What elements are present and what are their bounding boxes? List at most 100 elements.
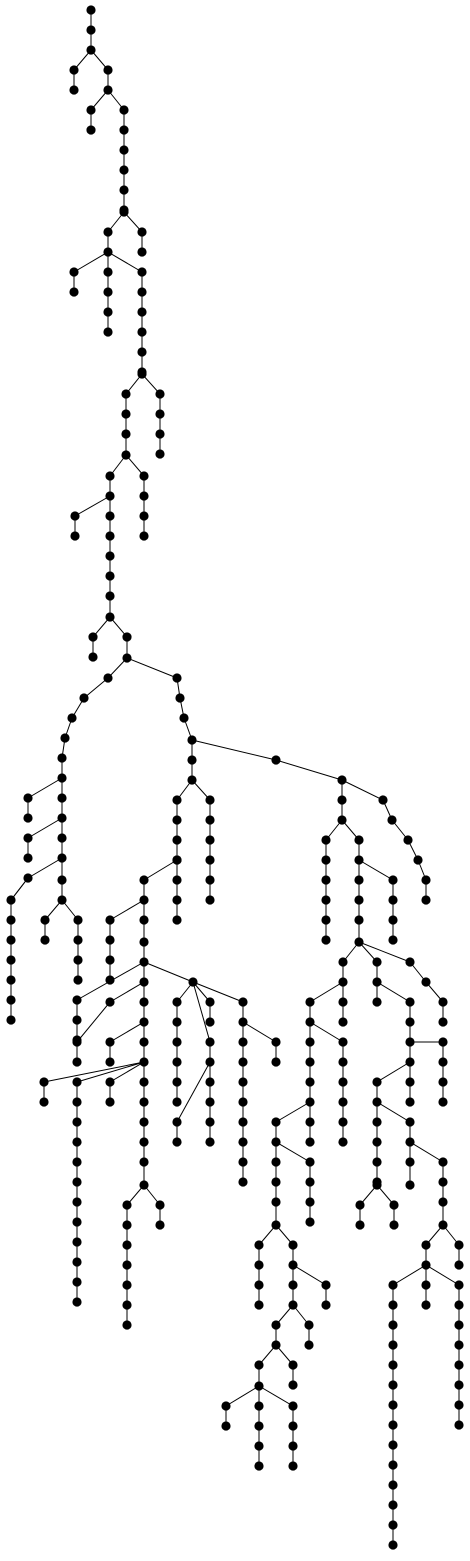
- tree-edge: [392, 1264, 427, 1286]
- tree-node: [405, 997, 415, 1007]
- tree-edge: [309, 1021, 344, 1043]
- tree-node: [103, 247, 113, 257]
- tree-node: [238, 1177, 248, 1187]
- tree-node: [438, 1057, 448, 1067]
- tree-node: [139, 1097, 149, 1107]
- tree-edge: [275, 1101, 311, 1123]
- tree-node: [72, 1097, 82, 1107]
- tree-node: [139, 875, 149, 885]
- tree-node: [388, 1380, 398, 1390]
- tree-node: [205, 875, 215, 885]
- tree-edge: [76, 1061, 145, 1083]
- tree-node: [388, 895, 398, 905]
- tree-node: [338, 1057, 348, 1067]
- tree-node: [172, 835, 182, 845]
- tree-node: [6, 995, 16, 1005]
- tree-node: [205, 835, 215, 845]
- tree-node: [72, 1015, 82, 1025]
- tree-node: [372, 977, 382, 987]
- tree-node: [122, 1220, 132, 1230]
- tree-node: [23, 853, 33, 863]
- tree-edge: [376, 1101, 411, 1123]
- tree-node: [172, 1057, 182, 1067]
- tree-node: [388, 1340, 398, 1350]
- tree-edge: [292, 1264, 327, 1286]
- tree-node: [57, 773, 67, 783]
- tree-edge: [43, 1061, 145, 1083]
- tree-node: [6, 975, 16, 985]
- tree-edge: [376, 981, 411, 1003]
- tree-edge: [27, 857, 63, 879]
- tree-node: [438, 1017, 448, 1027]
- tree-node: [139, 1117, 149, 1127]
- tree-node: [454, 1340, 464, 1350]
- tree-node: [39, 1097, 49, 1107]
- tree-node: [238, 1037, 248, 1047]
- tree-node: [254, 1401, 264, 1411]
- tree-node: [121, 429, 131, 439]
- tree-node: [103, 307, 113, 317]
- tree-node: [139, 491, 149, 501]
- tree-edge: [376, 1061, 411, 1083]
- tree-node: [72, 1197, 82, 1207]
- tree-node: [119, 145, 129, 155]
- tree-node: [137, 227, 147, 237]
- tree-node: [103, 327, 113, 337]
- tree-node: [103, 227, 113, 237]
- tree-edge: [125, 454, 145, 477]
- tree-node: [88, 652, 98, 662]
- tree-node: [271, 1117, 281, 1127]
- tree-node: [139, 977, 149, 987]
- tree-node: [337, 795, 347, 805]
- tree-node: [454, 1280, 464, 1290]
- tree-node: [139, 997, 149, 1007]
- tree-node: [388, 1540, 398, 1550]
- tree-edge: [143, 859, 178, 881]
- tree-node: [413, 855, 423, 865]
- tree-node: [288, 1401, 298, 1411]
- tree-node: [338, 1017, 348, 1027]
- tree-node: [405, 957, 415, 967]
- tree-node: [372, 1077, 382, 1087]
- tree-node: [372, 997, 382, 1007]
- tree-node: [271, 1177, 281, 1187]
- tree-node: [205, 1077, 215, 1087]
- tree-node: [354, 915, 364, 925]
- tree-node: [254, 1421, 264, 1431]
- tree-node: [139, 511, 149, 521]
- tree-node: [438, 1197, 448, 1207]
- tree-node: [388, 1400, 398, 1410]
- tree-node: [288, 1461, 298, 1471]
- tree-node: [122, 1320, 132, 1330]
- tree-edge: [358, 859, 394, 881]
- tree-node: [187, 775, 197, 785]
- tree-node: [137, 247, 147, 257]
- tree-node: [70, 511, 80, 521]
- tree-node: [438, 997, 448, 1007]
- tree-node: [338, 1117, 348, 1127]
- tree-edge: [73, 251, 109, 273]
- tree-node: [172, 815, 182, 825]
- tree-node: [70, 531, 80, 541]
- tree-node: [57, 753, 67, 763]
- tree-node: [405, 1157, 415, 1167]
- tree-node: [354, 835, 364, 845]
- tree-node: [139, 895, 149, 905]
- tree-node: [137, 347, 147, 357]
- tree-node: [421, 1280, 431, 1290]
- tree-node: [139, 957, 149, 967]
- tree-node: [254, 1381, 264, 1391]
- tree-node: [139, 1077, 149, 1087]
- tree-node: [105, 1097, 115, 1107]
- tree-node: [454, 1240, 464, 1250]
- tree-node: [355, 1220, 365, 1230]
- tree-node: [305, 1037, 315, 1047]
- tree-node: [221, 1421, 231, 1431]
- tree-node: [254, 1360, 264, 1370]
- tree-node: [338, 1037, 348, 1047]
- tree-edge: [258, 1385, 294, 1407]
- tree-node: [137, 327, 147, 337]
- tree-node: [72, 1137, 82, 1147]
- tree-node: [288, 1360, 298, 1370]
- tree-node: [172, 673, 182, 683]
